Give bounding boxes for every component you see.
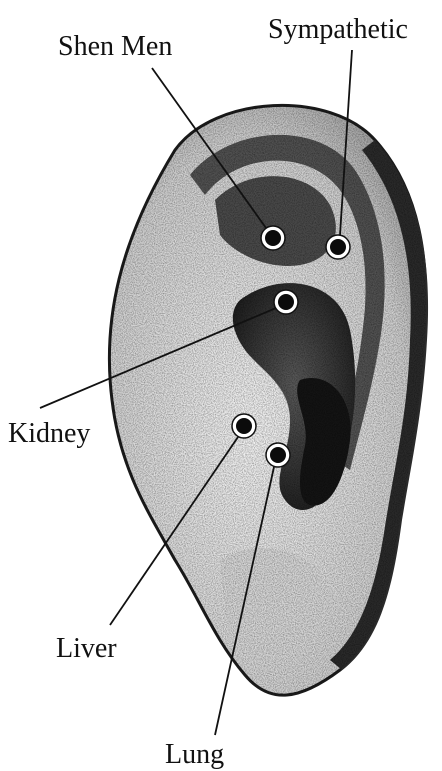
label-lung: Lung xyxy=(165,739,224,770)
label-kidney: Kidney xyxy=(8,418,90,449)
acupoint-lung xyxy=(266,443,290,467)
ear-illustration xyxy=(109,105,428,695)
acupoint-sympathetic xyxy=(326,235,350,259)
acupoint-shen-men xyxy=(261,226,285,250)
acupoint-liver xyxy=(232,414,256,438)
label-sympathetic: Sympathetic xyxy=(268,14,408,45)
label-liver: Liver xyxy=(56,633,117,664)
acupoint-kidney xyxy=(274,290,298,314)
ear-texture xyxy=(109,105,426,695)
label-shen-men: Shen Men xyxy=(58,31,172,62)
